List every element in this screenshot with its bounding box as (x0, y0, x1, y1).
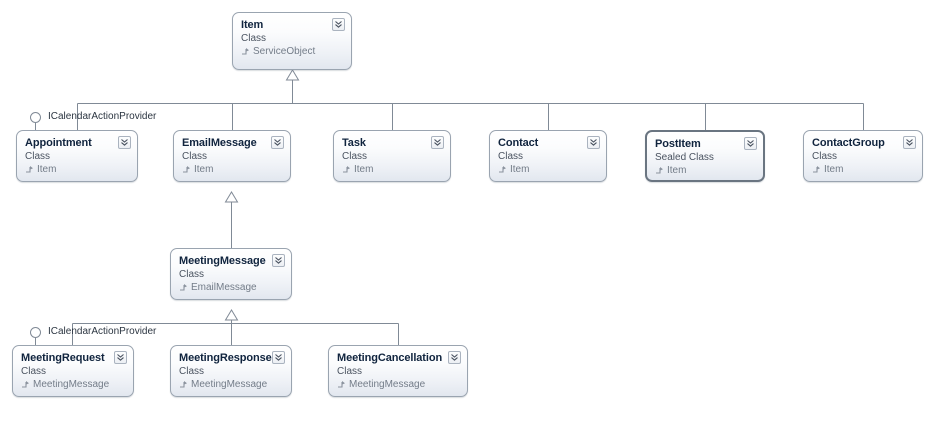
class-kind: Class (179, 366, 205, 377)
collapse-toggle-button[interactable] (114, 351, 127, 364)
class-box-meetingrequest[interactable]: MeetingRequest Class MeetingMessage (12, 345, 134, 397)
collapse-toggle-button[interactable] (272, 351, 285, 364)
class-name: ContactGroup (812, 137, 885, 149)
collapse-toggle-button[interactable] (118, 136, 131, 149)
class-name: Contact (498, 137, 539, 149)
class-base: Item (342, 163, 442, 176)
class-name: PostItem (655, 138, 701, 150)
class-base-label: EmailMessage (191, 282, 257, 293)
class-name: MeetingRequest (21, 352, 105, 364)
class-box-meetingresponse[interactable]: MeetingResponse Class MeetingMessage (170, 345, 292, 397)
class-base: MeetingMessage (179, 378, 283, 391)
class-base-label: MeetingMessage (349, 379, 426, 390)
class-box-task[interactable]: Task Class Item (333, 130, 451, 182)
class-kind: Class (812, 151, 838, 162)
inherits-arrow-icon (342, 165, 351, 174)
class-base: EmailMessage (179, 281, 283, 294)
class-box-contactgroup[interactable]: ContactGroup Class Item (803, 130, 923, 182)
class-base: MeetingMessage (337, 378, 459, 391)
inherits-arrow-icon (498, 165, 507, 174)
class-box-emailmessage[interactable]: EmailMessage Class Item (173, 130, 291, 182)
class-base: Item (182, 163, 282, 176)
class-base: Item (25, 163, 129, 176)
class-box-item[interactable]: Item Class ServiceObject (232, 12, 352, 70)
collapse-toggle-button[interactable] (587, 136, 600, 149)
inherits-arrow-icon (25, 165, 34, 174)
collapse-toggle-button[interactable] (332, 18, 345, 31)
interface-label: ICalendarActionProvider (48, 111, 157, 122)
inherits-arrow-icon (812, 165, 821, 174)
class-name: MeetingCancellation (337, 352, 443, 364)
class-kind: Class (182, 151, 208, 162)
class-box-meetingcancellation[interactable]: MeetingCancellation Class MeetingMessage (328, 345, 468, 397)
class-name: Task (342, 137, 366, 149)
arrowhead-meetingmessage (224, 309, 239, 321)
inherits-arrow-icon (179, 283, 188, 292)
class-box-postitem[interactable]: PostItem Sealed Class Item (645, 130, 765, 182)
class-box-contact[interactable]: Contact Class Item (489, 130, 607, 182)
chevron-double-down-icon (274, 139, 281, 146)
collapse-toggle-button[interactable] (744, 137, 757, 150)
class-base-label: Item (194, 164, 214, 175)
arrowhead-emailmessage (224, 191, 239, 203)
collapse-toggle-button[interactable] (431, 136, 444, 149)
chevron-double-down-icon (906, 139, 913, 146)
class-name: MeetingMessage (179, 255, 266, 267)
class-name: EmailMessage (182, 137, 257, 149)
class-kind: Class (337, 366, 363, 377)
class-base-label: Item (824, 164, 844, 175)
inherits-arrow-icon (655, 166, 664, 175)
interface-lollipop-icon (30, 112, 41, 123)
arrowhead-item (285, 69, 300, 81)
inherits-arrow-icon (337, 380, 346, 389)
class-kind: Class (241, 33, 267, 44)
class-base: Item (498, 163, 598, 176)
class-name: Appointment (25, 137, 92, 149)
chevron-double-down-icon (451, 354, 458, 361)
collapse-toggle-button[interactable] (903, 136, 916, 149)
class-base-label: Item (510, 164, 530, 175)
class-base-label: Item (37, 164, 57, 175)
inherits-arrow-icon (241, 47, 250, 56)
class-kind: Class (21, 366, 47, 377)
chevron-double-down-icon (275, 354, 282, 361)
chevron-double-down-icon (275, 257, 282, 264)
inherits-arrow-icon (179, 380, 188, 389)
class-name: MeetingResponse (179, 352, 272, 364)
class-kind: Class (498, 151, 524, 162)
chevron-double-down-icon (590, 139, 597, 146)
class-name: Item (241, 19, 264, 31)
class-kind: Class (25, 151, 51, 162)
class-box-appointment[interactable]: Appointment Class Item (16, 130, 138, 182)
class-base-label: MeetingMessage (191, 379, 268, 390)
chevron-double-down-icon (335, 21, 342, 28)
chevron-double-down-icon (747, 140, 754, 147)
collapse-toggle-button[interactable] (271, 136, 284, 149)
class-kind: Sealed Class (655, 152, 714, 163)
interface-lollipop-icon (30, 327, 41, 338)
class-base-label: MeetingMessage (33, 379, 110, 390)
collapse-toggle-button[interactable] (448, 351, 461, 364)
class-base-label: Item (354, 164, 374, 175)
class-box-meetingmessage[interactable]: MeetingMessage Class EmailMessage (170, 248, 292, 300)
chevron-double-down-icon (434, 139, 441, 146)
chevron-double-down-icon (117, 354, 124, 361)
interface-label: ICalendarActionProvider (48, 326, 157, 337)
chevron-double-down-icon (121, 139, 128, 146)
inherits-arrow-icon (182, 165, 191, 174)
collapse-toggle-button[interactable] (272, 254, 285, 267)
class-kind: Class (342, 151, 368, 162)
class-base: Item (812, 163, 914, 176)
inherits-arrow-icon (21, 380, 30, 389)
class-kind: Class (179, 269, 205, 280)
class-base: Item (655, 164, 755, 177)
class-base: MeetingMessage (21, 378, 125, 391)
class-base-label: Item (667, 165, 687, 176)
class-base-label: ServiceObject (253, 46, 316, 57)
class-base: ServiceObject (241, 45, 343, 58)
